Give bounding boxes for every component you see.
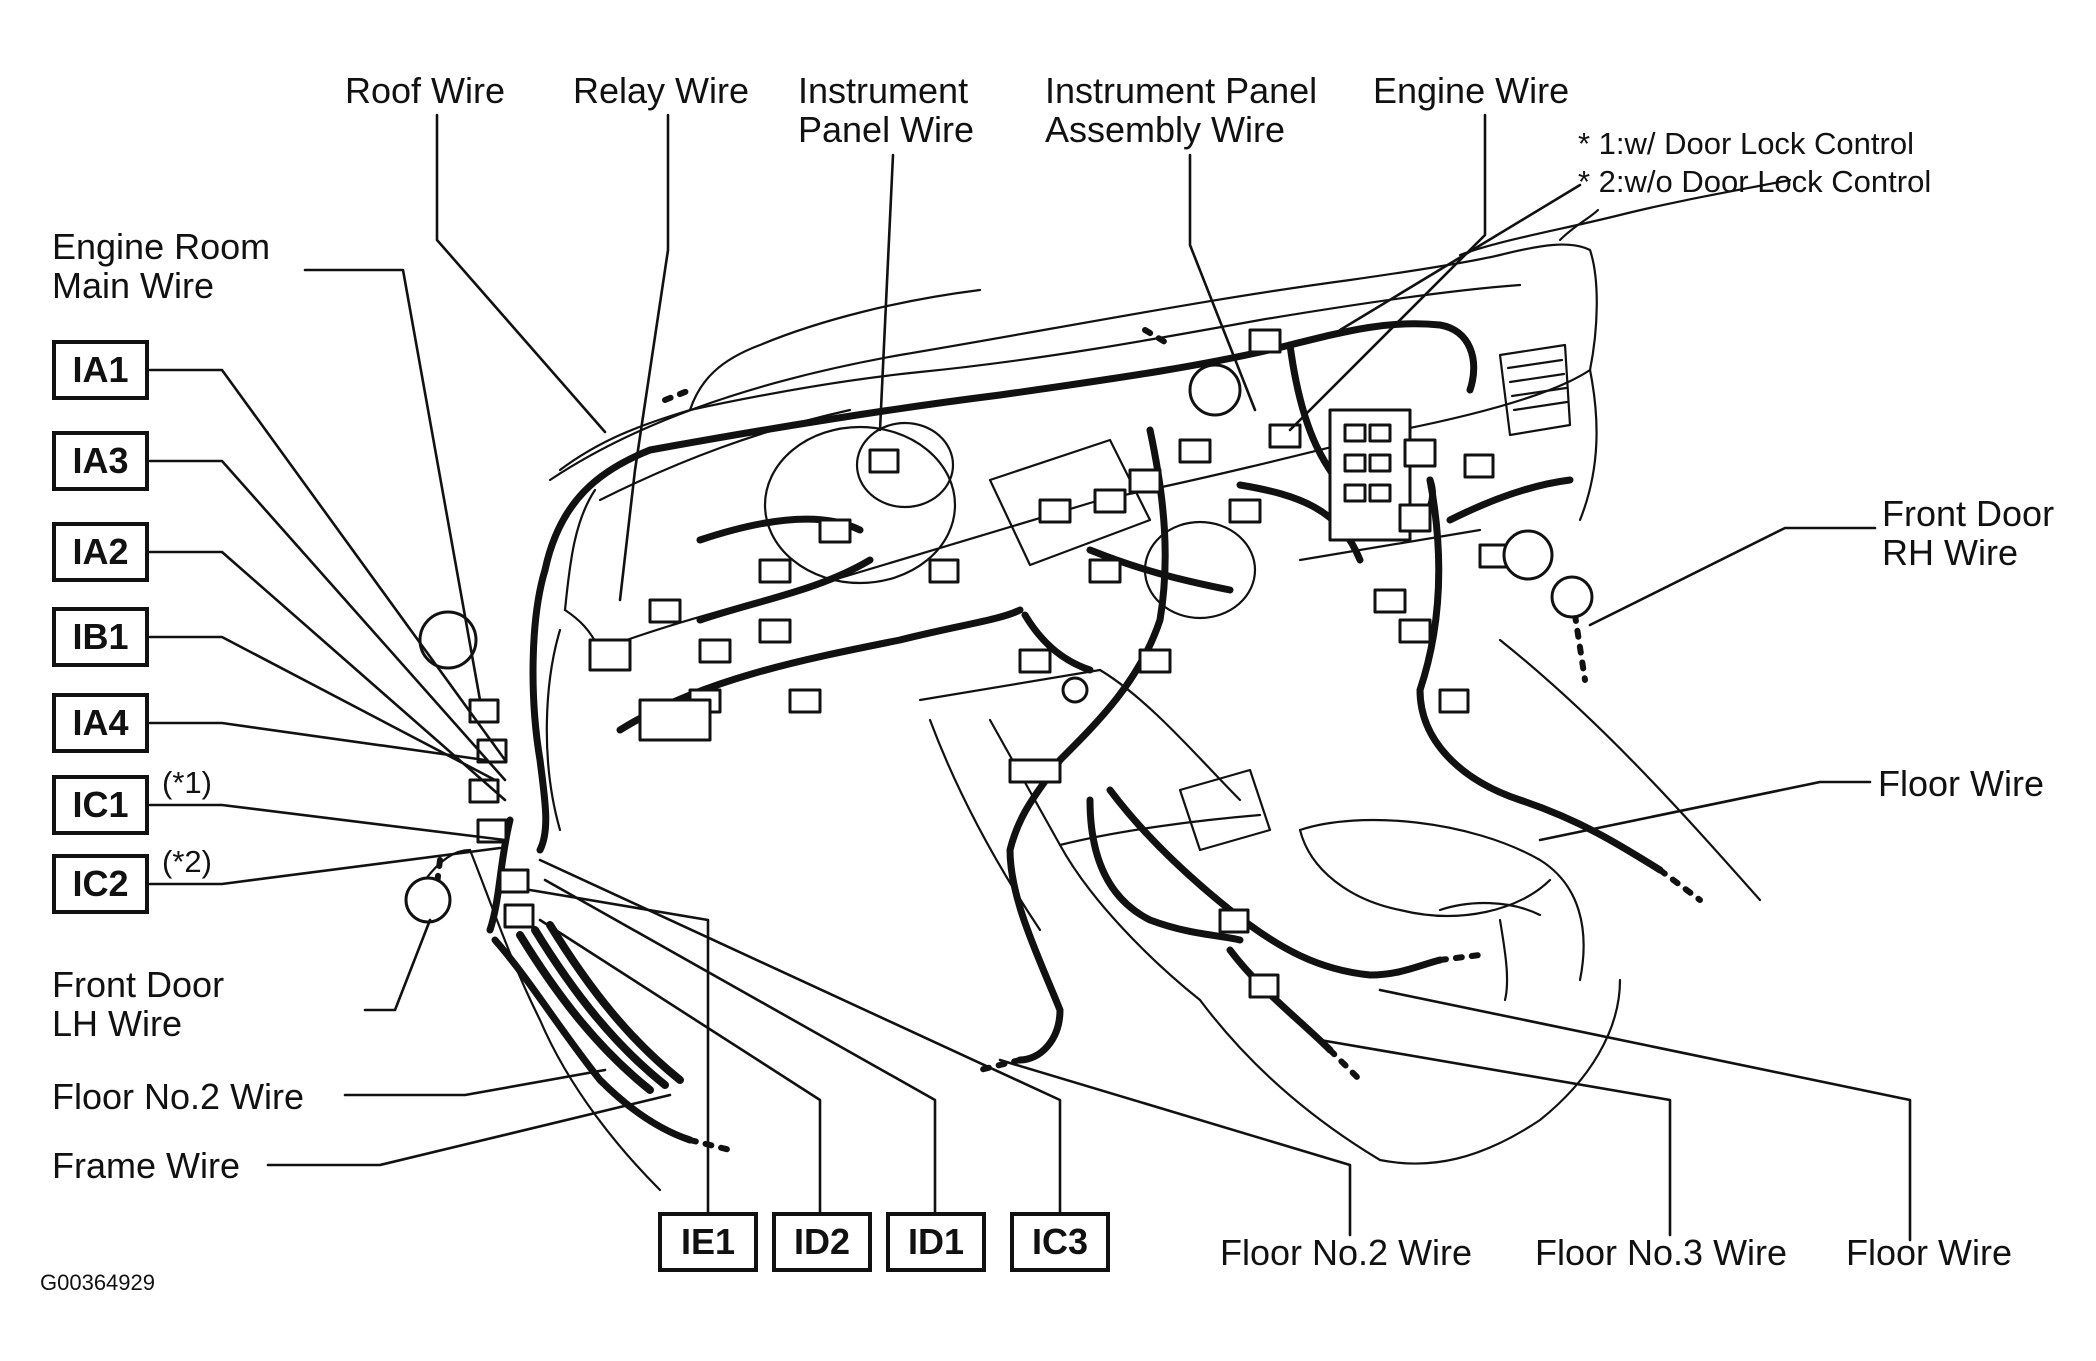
leader-lines	[148, 113, 1912, 1242]
connector-ib1: IB1	[52, 607, 149, 667]
note-door-lock-2: * 2:w/o Door Lock Control	[1578, 164, 1932, 199]
note-door-lock-1: * 1:w/ Door Lock Control	[1578, 126, 1914, 161]
label-front-door-rh-wire: Front Door RH Wire	[1882, 493, 2055, 573]
connector-blocks	[468, 328, 1510, 999]
connector-id2: ID2	[772, 1212, 872, 1272]
label-floor-no2-wire-left: Floor No.2 Wire	[52, 1076, 305, 1117]
label-engine-room-main-wire: Engine Room Main Wire	[52, 226, 271, 306]
connector-ia3: IA3	[52, 431, 149, 491]
connector-ic1: IC1	[52, 775, 149, 835]
note-ic1: (*1)	[162, 765, 212, 800]
connector-ic2: IC2	[52, 854, 149, 914]
label-roof-wire: Roof Wire	[345, 70, 506, 111]
harness-main	[486, 320, 1664, 1144]
label-engine-wire: Engine Wire	[1373, 70, 1570, 111]
label-frame-wire: Frame Wire	[52, 1145, 240, 1186]
figure-code: G00364929	[40, 1270, 155, 1295]
label-floor-no3-wire: Floor No.3 Wire	[1535, 1232, 1788, 1273]
label-instrument-panel-wire: Instrument Panel Wire	[798, 70, 975, 150]
connector-ia1: IA1	[52, 340, 149, 400]
connector-ie1: IE1	[658, 1212, 758, 1272]
label-front-door-lh-wire: Front Door LH Wire	[52, 964, 225, 1044]
label-floor-wire-right: Floor Wire	[1878, 763, 2045, 804]
label-instrument-panel-assembly-wire: Instrument Panel Assembly Wire	[1045, 70, 1318, 150]
connector-ic3: IC3	[1010, 1212, 1110, 1272]
frame-wire-bundle	[516, 921, 684, 1094]
connector-ia2: IA2	[52, 522, 149, 582]
label-relay-wire: Relay Wire	[573, 70, 750, 111]
note-ic2: (*2)	[162, 844, 212, 879]
connector-ia4: IA4	[52, 693, 149, 753]
connector-id1: ID1	[886, 1212, 986, 1272]
label-floor-wire-bottom: Floor Wire	[1846, 1232, 2013, 1273]
label-floor-no2-wire-bottom: Floor No.2 Wire	[1220, 1232, 1473, 1273]
